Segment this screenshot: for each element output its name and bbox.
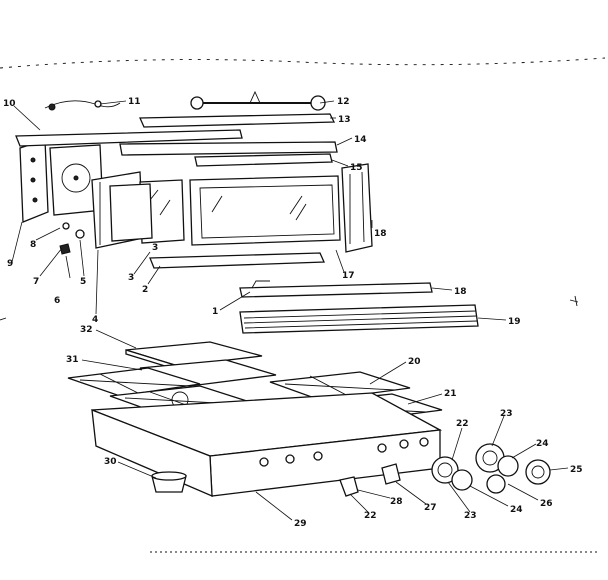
callout-11: 11 xyxy=(128,97,141,107)
callout-23b: 23 xyxy=(464,511,477,521)
callout-1: 1 xyxy=(212,307,218,317)
part-20-burner-grates xyxy=(67,367,411,401)
part-3-glass-panel xyxy=(109,179,185,244)
callout-10: 10 xyxy=(3,99,16,109)
callout-labels: 1 2 3 3 4 5 6 7 8 9 10 11 12 13 14 15 17… xyxy=(3,97,583,529)
callout-26: 26 xyxy=(540,499,553,509)
part-18-door-bracket xyxy=(341,163,373,253)
part-13-strip xyxy=(139,113,336,128)
leader-lines xyxy=(11,100,569,521)
small-hardware-parts xyxy=(59,222,85,255)
callout-31: 31 xyxy=(66,355,79,365)
callout-14: 14 xyxy=(354,135,367,145)
part-12-rod-assembly xyxy=(190,90,326,111)
part-10-frame-top xyxy=(15,129,243,147)
part-19-vent-grille xyxy=(239,304,479,334)
callout-8: 8 xyxy=(30,240,36,250)
part-11-wire-harness xyxy=(44,100,121,111)
callout-25: 25 xyxy=(570,465,583,475)
callout-3b: 3 xyxy=(152,243,158,253)
callout-3a: 3 xyxy=(128,273,134,283)
callout-22a: 22 xyxy=(456,419,469,429)
callout-2: 2 xyxy=(142,285,148,295)
callout-18b: 18 xyxy=(454,287,467,297)
callout-29: 29 xyxy=(294,519,307,529)
callout-24b: 24 xyxy=(510,505,523,515)
callout-32: 32 xyxy=(80,325,93,335)
callout-9: 9 xyxy=(7,259,13,269)
scan-border-marks xyxy=(0,57,606,553)
callout-24a: 24 xyxy=(536,439,549,449)
callout-20: 20 xyxy=(408,357,421,367)
callout-18a: 18 xyxy=(374,229,387,239)
callout-12: 12 xyxy=(337,97,350,107)
callout-27: 27 xyxy=(424,503,437,513)
callout-17: 17 xyxy=(342,271,355,281)
part-14-rail xyxy=(119,141,338,156)
callout-7: 7 xyxy=(33,277,39,287)
callout-13: 13 xyxy=(338,115,351,125)
callout-22b: 22 xyxy=(364,511,377,521)
callout-28: 28 xyxy=(390,497,403,507)
callout-15: 15 xyxy=(350,163,363,173)
callout-21: 21 xyxy=(444,389,457,399)
callout-6: 6 xyxy=(54,296,60,306)
timer-housing xyxy=(49,144,104,216)
part-32-griddle-plate xyxy=(125,341,263,371)
callout-23a: 23 xyxy=(500,409,513,419)
part-2-trim-strip xyxy=(149,252,325,269)
part-30-drip-cup xyxy=(151,471,187,493)
callout-19: 19 xyxy=(508,317,521,327)
part-1-handle-rail xyxy=(239,280,433,298)
part-9-side-panel xyxy=(19,139,49,223)
control-knobs xyxy=(339,443,551,497)
part-15-channel xyxy=(194,153,333,167)
oven-window-glass xyxy=(189,175,341,246)
callout-30: 30 xyxy=(104,457,117,467)
callout-5: 5 xyxy=(80,277,86,287)
callout-4: 4 xyxy=(92,315,98,325)
